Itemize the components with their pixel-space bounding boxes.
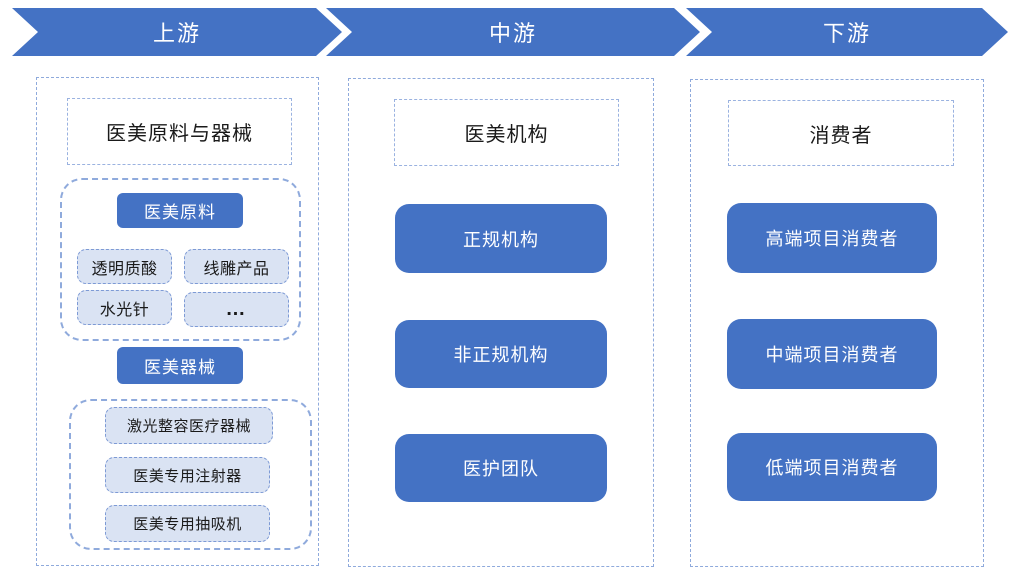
downstream-title-box: 消费者 xyxy=(728,100,954,166)
midstream-title-box: 医美机构 xyxy=(394,99,619,166)
midstream-box-label: 医护团队 xyxy=(463,459,539,479)
device-item-label: 医美专用注射器 xyxy=(133,467,242,485)
materials-header-label: 医美原料 xyxy=(144,203,216,222)
downstream-box-midend-consumers: 中端项目消费者 xyxy=(727,319,937,389)
banner-label-midstream: 中游 xyxy=(488,21,537,46)
material-item-ellipsis: … xyxy=(184,292,289,327)
device-item-label: 激光整容医疗器械 xyxy=(126,418,251,435)
downstream-box-highend-consumers: 高端项目消费者 xyxy=(727,203,937,273)
midstream-box-formal-institutions: 正规机构 xyxy=(395,204,607,273)
banner-segment-midstream: 中游 xyxy=(326,8,700,56)
device-item-injector: 医美专用注射器 xyxy=(105,457,270,493)
devices-group-frame xyxy=(69,399,312,550)
materials-header-box: 医美原料 xyxy=(117,193,243,228)
device-item-label: 医美专用抽吸机 xyxy=(133,516,242,533)
upstream-title-box: 医美原料与器械 xyxy=(67,98,292,165)
material-item-label: … xyxy=(225,298,248,320)
midstream-box-medical-team: 医护团队 xyxy=(395,434,607,502)
midstream-box-label: 非正规机构 xyxy=(453,345,549,365)
banner-segment-downstream: 下游 xyxy=(686,8,1008,56)
upstream-title: 医美原料与器械 xyxy=(106,123,253,145)
downstream-box-label: 高端项目消费者 xyxy=(765,229,899,249)
downstream-box-lowend-consumers: 低端项目消费者 xyxy=(727,433,937,501)
midstream-title: 医美机构 xyxy=(464,124,549,146)
upstream-column-frame xyxy=(36,77,319,566)
downstream-column-frame xyxy=(690,79,984,567)
devices-header-box: 医美器械 xyxy=(117,347,243,384)
material-item-thread-products: 线雕产品 xyxy=(184,249,289,284)
downstream-title: 消费者 xyxy=(809,124,873,147)
banner-label-downstream: 下游 xyxy=(822,21,871,46)
material-item-label: 透明质酸 xyxy=(91,260,158,278)
device-item-laser-equipment: 激光整容医疗器械 xyxy=(105,407,273,444)
material-item-hyaluronic-acid: 透明质酸 xyxy=(77,249,172,284)
materials-group-frame xyxy=(60,178,301,341)
banner-label-upstream: 上游 xyxy=(152,21,201,46)
devices-header-label: 医美器械 xyxy=(144,358,216,377)
material-item-label: 水光针 xyxy=(99,301,150,319)
material-item-label: 线雕产品 xyxy=(203,260,270,278)
midstream-box-label: 正规机构 xyxy=(463,229,539,250)
midstream-column-frame xyxy=(348,78,654,567)
banner-segment-upstream: 上游 xyxy=(12,8,342,56)
material-item-mesotherapy: 水光针 xyxy=(77,290,172,325)
downstream-box-label: 低端项目消费者 xyxy=(765,458,899,478)
downstream-box-label: 中端项目消费者 xyxy=(765,345,899,365)
device-item-suction-machine: 医美专用抽吸机 xyxy=(105,505,270,542)
midstream-box-informal-institutions: 非正规机构 xyxy=(395,320,607,388)
